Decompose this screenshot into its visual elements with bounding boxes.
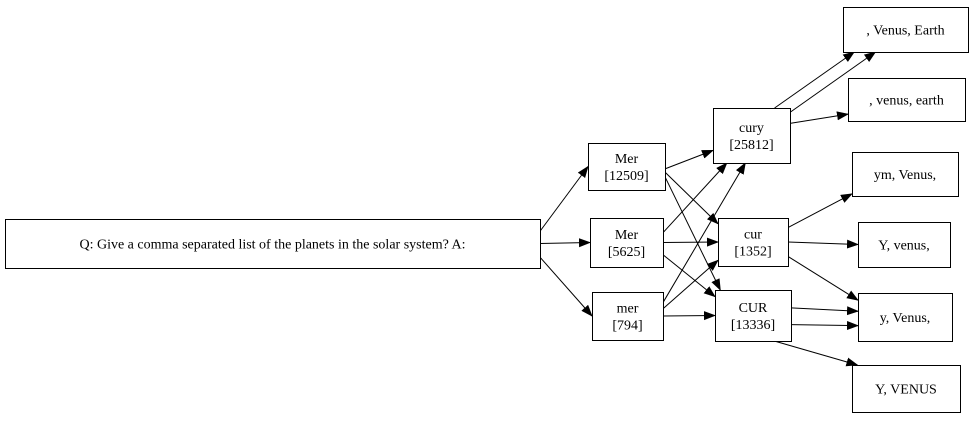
node-cury: cury [25812] bbox=[713, 108, 791, 164]
node-ve2-label-line0: , venus, earth bbox=[869, 94, 944, 109]
edge-curc-yv2-19 bbox=[790, 320, 859, 330]
node-mer3-box bbox=[592, 292, 664, 341]
node-ve2-box bbox=[848, 78, 966, 122]
node-ym: ym, Venus, bbox=[852, 152, 959, 197]
node-q-box bbox=[5, 219, 541, 269]
edge-cur-yv1-16 bbox=[787, 239, 859, 249]
node-mer1-box bbox=[588, 143, 666, 191]
node-ym-box bbox=[852, 152, 959, 197]
edge-mer2-cur-7 bbox=[662, 237, 719, 247]
node-mer1-label-line0: Mer bbox=[615, 152, 639, 167]
node-yv2: y, Venus, bbox=[858, 293, 953, 342]
node-cur: cur [1352] bbox=[718, 218, 789, 267]
node-yv1-box bbox=[858, 222, 951, 268]
edges-layer bbox=[539, 51, 877, 367]
edge-cury-ve2-14 bbox=[789, 111, 849, 124]
node-yv3-box bbox=[852, 365, 961, 413]
node-curc-label-line0: CUR bbox=[739, 301, 768, 316]
node-ve1: , Venus, Earth bbox=[843, 7, 969, 53]
node-cury-box bbox=[713, 108, 791, 164]
edge-q-mer1-0 bbox=[539, 165, 589, 232]
node-ve2: , venus, earth bbox=[848, 78, 966, 122]
node-cur-box bbox=[718, 218, 789, 267]
node-mer2-label-line1: [5625] bbox=[608, 245, 645, 260]
edge-curc-yv2-18 bbox=[790, 306, 859, 316]
node-cury-label-line0: cury bbox=[739, 121, 764, 136]
edge-mer2-cury-6 bbox=[662, 162, 728, 234]
edge-mer1-cury-3 bbox=[664, 149, 714, 170]
node-curc: CUR [13336] bbox=[715, 290, 792, 342]
node-yv1-label-line0: Y, venus, bbox=[878, 239, 929, 254]
edge-mer3-cur-10 bbox=[662, 259, 719, 310]
edge-cury-ve1-13 bbox=[789, 51, 877, 113]
node-q-label-line0: Q: Give a comma separated list of the pl… bbox=[79, 238, 465, 253]
node-cur-label-line0: cur bbox=[744, 228, 762, 243]
edge-cury-ve1-12 bbox=[774, 51, 856, 109]
edge-curc-yv3-20 bbox=[774, 340, 859, 367]
edge-mer2-curc-8 bbox=[662, 254, 716, 298]
node-yv1: Y, venus, bbox=[858, 222, 951, 268]
node-mer1-label-line1: [12509] bbox=[604, 169, 648, 184]
node-mer3-label-line1: [794] bbox=[612, 319, 642, 334]
node-cury-label-line1: [25812] bbox=[729, 138, 773, 153]
node-mer3: mer [794] bbox=[592, 292, 664, 341]
node-cur-label-line1: [1352] bbox=[734, 245, 771, 260]
node-ym-label-line0: ym, Venus, bbox=[874, 168, 936, 183]
node-curc-box bbox=[715, 290, 792, 342]
edge-q-mer3-2 bbox=[539, 256, 593, 317]
node-mer1: Mer [12509] bbox=[588, 143, 666, 191]
node-q: Q: Give a comma separated list of the pl… bbox=[5, 219, 541, 269]
node-yv2-box bbox=[858, 293, 953, 342]
edge-mer3-cury-9 bbox=[662, 162, 746, 303]
edge-cur-ym-15 bbox=[787, 193, 853, 229]
edge-q-mer2-1 bbox=[539, 238, 591, 248]
node-yv2-label-line0: y, Venus, bbox=[880, 311, 931, 326]
node-mer2: Mer [5625] bbox=[590, 218, 664, 268]
node-mer2-box bbox=[590, 218, 664, 268]
node-mer3-label-line0: mer bbox=[617, 302, 639, 317]
nodes-layer: Q: Give a comma separated list of the pl… bbox=[5, 7, 969, 413]
node-ve1-box bbox=[843, 7, 969, 53]
node-yv3: Y, VENUS bbox=[852, 365, 961, 413]
node-mer2-label-line0: Mer bbox=[615, 228, 639, 243]
node-curc-label-line1: [13336] bbox=[731, 318, 775, 333]
edge-mer1-cur-4 bbox=[664, 171, 719, 225]
edge-cur-yv2-17 bbox=[787, 255, 859, 301]
node-yv3-label-line0: Y, VENUS bbox=[875, 383, 937, 398]
edge-mer3-curc-11 bbox=[662, 311, 716, 321]
node-ve1-label-line0: , Venus, Earth bbox=[866, 24, 944, 39]
edge-mer1-curc-5 bbox=[664, 176, 721, 291]
